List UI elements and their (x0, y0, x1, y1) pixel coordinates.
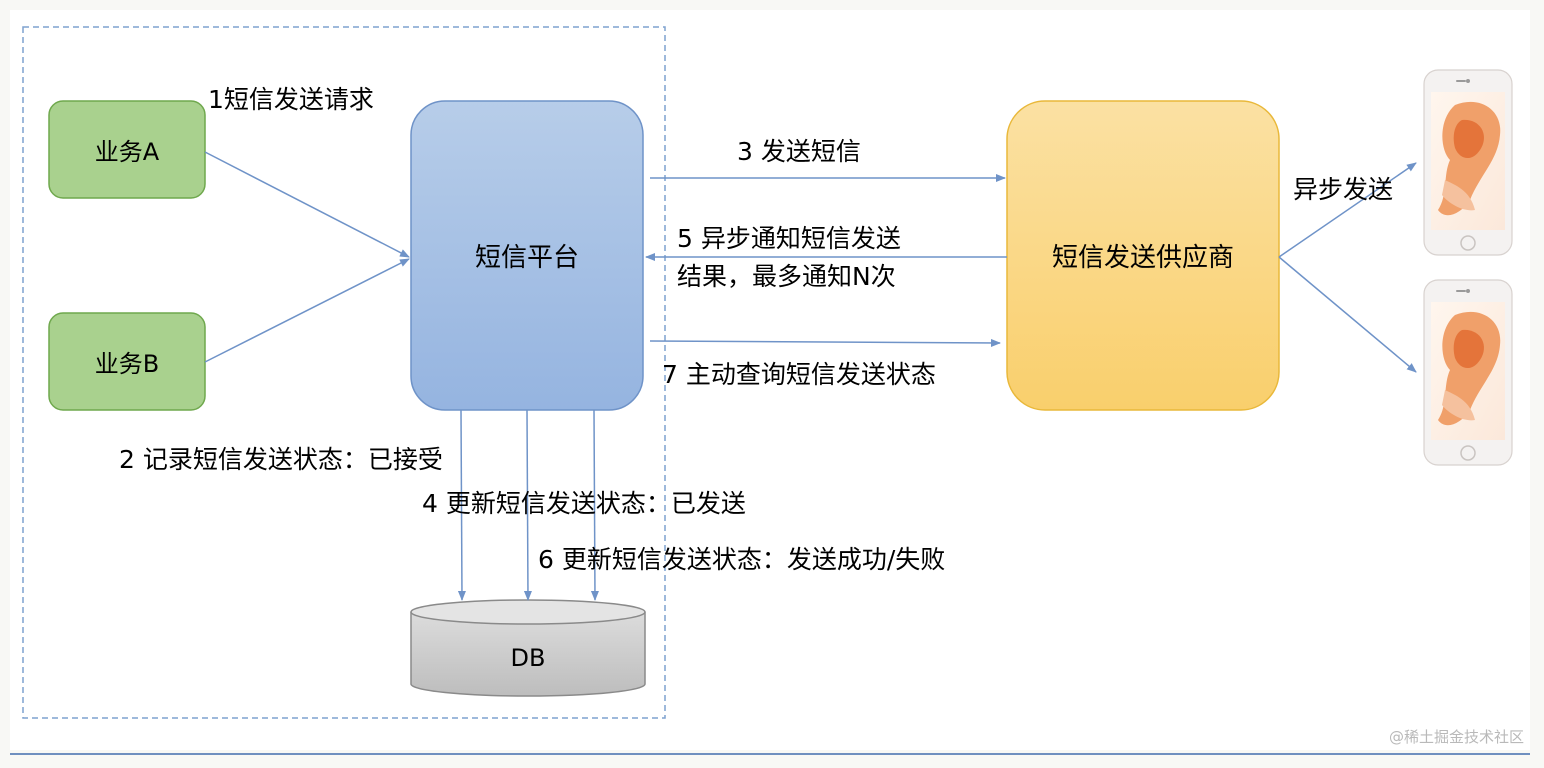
business-a-node: 业务A (48, 100, 206, 199)
sms-provider-label: 短信发送供应商 (1052, 243, 1234, 273)
arrow-a-to-platform (204, 151, 410, 258)
arrow-b-to-platform (204, 258, 410, 363)
step2-label: 2 记录短信发送状态：已接受 (119, 445, 443, 474)
business-b-label: 业务B (95, 350, 159, 378)
db-node: DB (410, 599, 646, 697)
step6-label: 6 更新短信发送状态：发送成功/失败 (538, 545, 945, 574)
watermark: @稀土掘金技术社区 (1388, 728, 1524, 746)
arrow-step4-db (523, 409, 532, 601)
fish-icon (1438, 101, 1501, 216)
arrow-step7-query (649, 338, 1001, 347)
step5-label-line2: 结果，最多通知N次 (677, 262, 896, 291)
arrow-step6-db (590, 409, 599, 601)
bottom-divider (10, 753, 1530, 755)
db-label: DB (511, 644, 546, 672)
phone-image-2 (1423, 279, 1513, 466)
sms-platform-node: 短信平台 (410, 100, 644, 411)
step5-label-line1: 5 异步通知短信发送 (677, 224, 901, 253)
async-send-label: 异步发送 (1293, 175, 1393, 204)
arrow-provider-to-phone1 (1278, 162, 1417, 258)
step3-label: 3 发送短信 (737, 137, 861, 166)
business-b-node: 业务B (48, 312, 206, 411)
arrow-step2-db (457, 409, 466, 601)
business-a-label: 业务A (95, 138, 160, 166)
step4-label: 4 更新短信发送状态：已发送 (422, 489, 746, 518)
step7-label: 7 主动查询短信发送状态 (662, 360, 936, 389)
platform-boundary (22, 26, 666, 719)
sms-platform-label: 短信平台 (475, 243, 579, 273)
step1-label: 1短信发送请求 (208, 85, 374, 114)
sms-provider-node: 短信发送供应商 (1006, 100, 1280, 411)
arrow-provider-to-phone2 (1278, 256, 1417, 373)
phone-image-1 (1423, 69, 1513, 256)
fish-icon (1438, 311, 1501, 426)
